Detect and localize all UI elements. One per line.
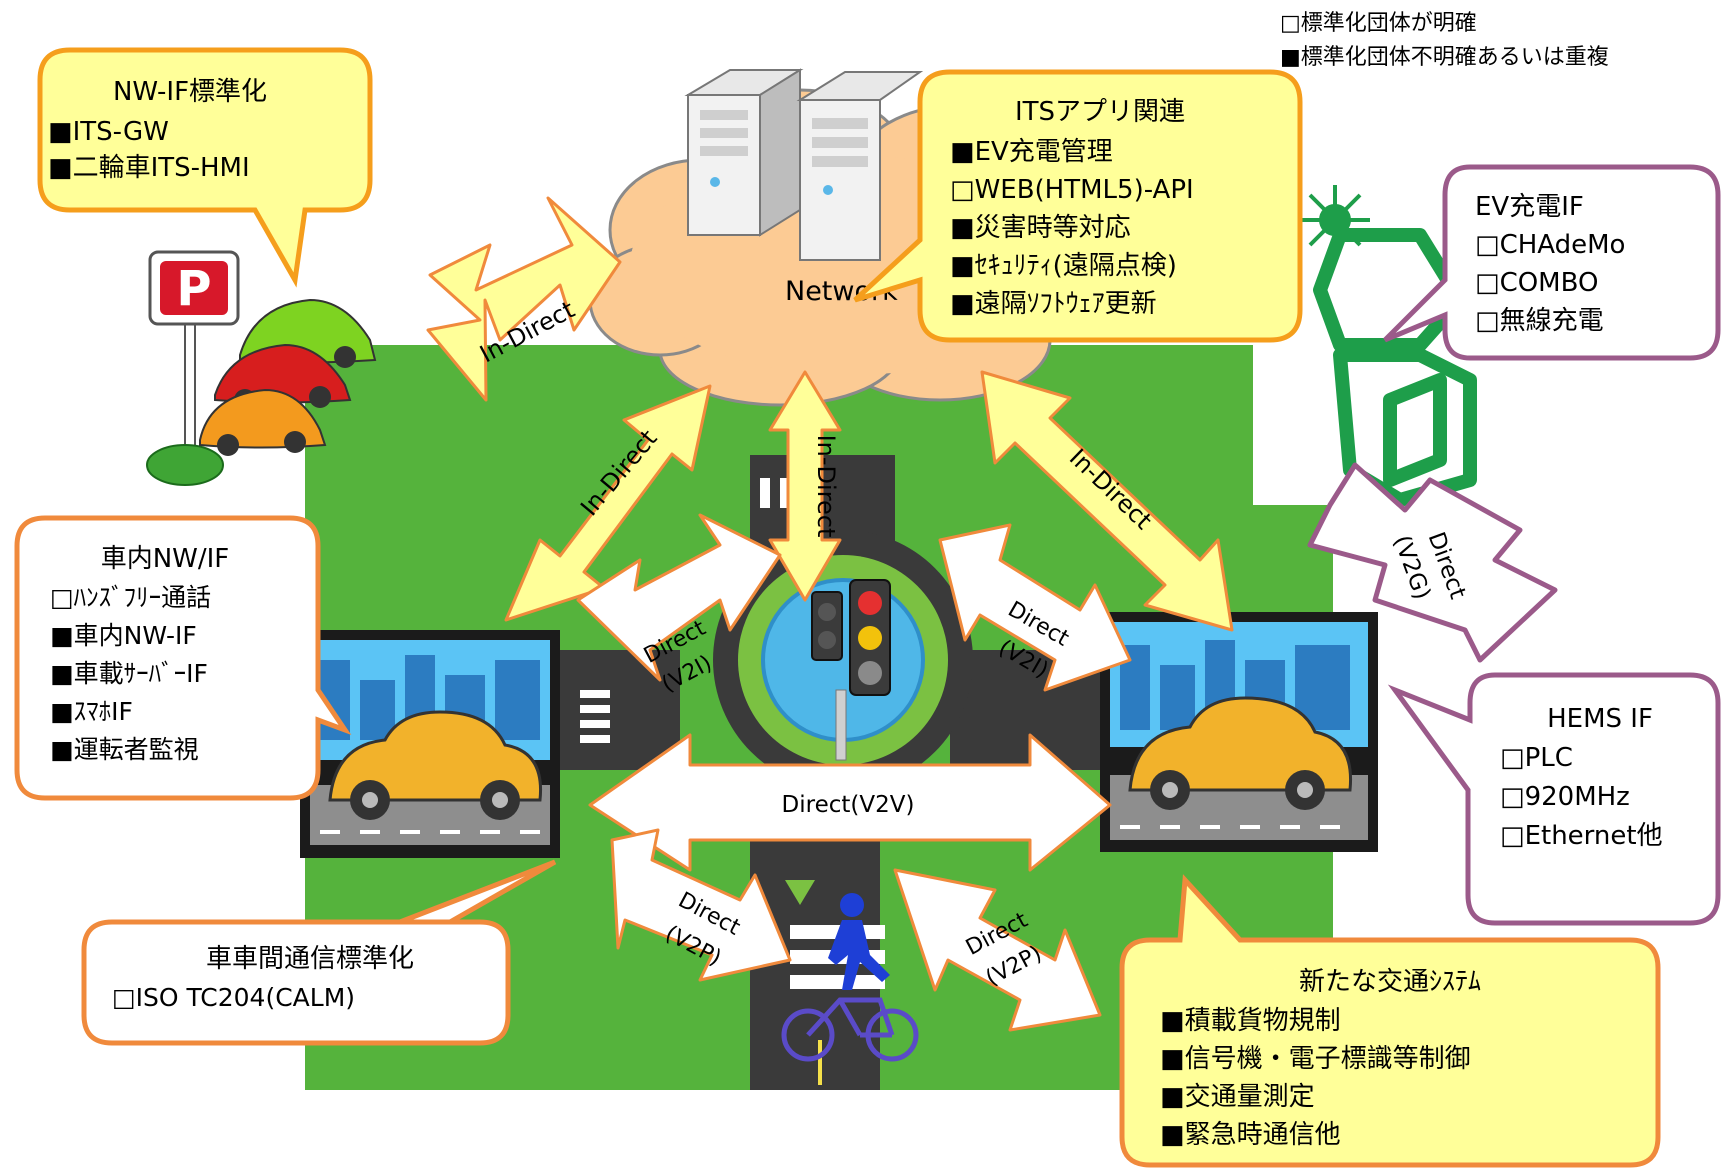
parked-car-orange	[199, 388, 327, 456]
legend-filled-box: ■標準化団体不明確あるいは重複	[1280, 45, 1609, 70]
callout-new-traffic: 新たな交通ｼｽﾃﾑ ■積載貨物規制 ■信号機・電子標識等制御 ■交通量測定 ■緊…	[1119, 874, 1661, 1168]
callout-ev-charge: EV充電IF □CHAdeMo □COMBO □無線充電	[1383, 164, 1721, 361]
vehicle-panel-right	[1100, 612, 1378, 852]
server-icon	[684, 68, 804, 237]
arrow-indirect-center[interactable]: In-Direct	[768, 370, 842, 602]
callout-item: ■災害時等対応	[950, 213, 1131, 243]
road-center-line	[818, 1040, 822, 1085]
callout-item: ■ｽﾏﾎIF	[50, 697, 133, 726]
callout-item: □ﾊﾝｽﾞﾌﾘｰ通話	[50, 583, 211, 612]
callout-item: ■積載貨物規制	[1160, 1006, 1341, 1036]
callout-title: 新たな交通ｼｽﾃﾑ	[1299, 967, 1481, 997]
callout-title: ITSアプリ関連	[1015, 97, 1185, 127]
callout-in-vehicle: 車内NW/IF □ﾊﾝｽﾞﾌﾘｰ通話 ■車内NW-IF ■車載ｻｰﾊﾞｰIF ■…	[14, 515, 352, 801]
arrow-direct-v2i-right[interactable]: Direct (V2I)	[938, 523, 1132, 692]
callout-item: ■ITS-GW	[48, 117, 169, 147]
arrow-direct-v2i-left[interactable]: Direct (V2I)	[576, 513, 782, 698]
grass-cutout	[1253, 345, 1333, 505]
callout-item: ■ｾｷｭﾘﾃｨ(遠隔点検)	[950, 251, 1177, 281]
callout-item: ■運転者監視	[50, 735, 199, 764]
callout-v2v-std: 車車間通信標準化 □ISO TC204(CALM)	[81, 859, 557, 1046]
callout-item: □PLC	[1500, 743, 1573, 773]
spark-icon	[1300, 185, 1370, 255]
arrow-direct-v2p-right[interactable]: Direct (V2P)	[893, 868, 1102, 1032]
callout-item: ■EV充電管理	[950, 137, 1113, 167]
callout-item: □Ethernet他	[1500, 821, 1663, 851]
crosswalk-north	[760, 478, 790, 508]
parking-area: P	[146, 250, 377, 486]
callout-item: □920MHz	[1500, 782, 1630, 812]
bush	[146, 444, 224, 486]
callout-item: ■二輪車ITS-HMI	[48, 153, 250, 183]
arrow-direct-v2g[interactable]: Direct (V2G)	[1307, 462, 1558, 663]
server-icon	[796, 71, 924, 261]
callout-title: HEMS IF	[1547, 704, 1653, 734]
bicycle-icon	[781, 997, 919, 1062]
legend: □標準化団体が明確 ■標準化団体不明確あるいは重複	[1280, 11, 1609, 70]
traffic-light-icon	[811, 579, 891, 761]
arrow-label-v2v: Direct(V2V)	[782, 792, 915, 818]
callout-item: ■遠隔ｿﾌﾄｳｪｱ更新	[950, 289, 1157, 319]
legend-open-box: □標準化団体が明確	[1280, 11, 1477, 36]
callout-title: NW-IF標準化	[113, 77, 267, 107]
callout-item: ■緊急時通信他	[1160, 1120, 1341, 1150]
callout-item: □WEB(HTML5)-API	[950, 175, 1194, 205]
callout-hems: HEMS IF □PLC □920MHz □Ethernet他	[1387, 672, 1721, 926]
road-west	[560, 650, 680, 770]
green-triangle-marker	[785, 880, 815, 905]
callout-item: □ISO TC204(CALM)	[112, 983, 355, 1012]
callout-item: ■信号機・電子標識等制御	[1160, 1044, 1471, 1074]
callout-title: 車内NW/IF	[101, 544, 230, 574]
callout-item: ■車内NW-IF	[50, 621, 197, 650]
callout-item: □無線充電	[1475, 306, 1604, 336]
callout-item: ■交通量測定	[1160, 1082, 1315, 1112]
callout-nwif: NW-IF標準化 ■ITS-GW ■二輪車ITS-HMI	[37, 47, 373, 288]
vehicle-panel-left	[300, 630, 560, 858]
callout-title: EV充電IF	[1475, 192, 1584, 222]
crosswalk-west	[580, 690, 610, 743]
arrow-label-indirect: In-Direct	[812, 435, 840, 538]
pedestrian-icon	[828, 893, 890, 990]
callout-item: ■車載ｻｰﾊﾞｰIF	[50, 659, 208, 688]
arrow-direct-v2v[interactable]: Direct(V2V)	[588, 733, 1112, 872]
parking-sign-letter: P	[176, 261, 211, 317]
callout-item: □CHAdeMo	[1475, 230, 1625, 260]
callout-title: 車車間通信標準化	[206, 944, 414, 974]
callout-its-app: ITSアプリ関連 ■EV充電管理 □WEB(HTML5)-API ■災害時等対応…	[853, 69, 1303, 343]
callout-item: □COMBO	[1475, 268, 1598, 298]
